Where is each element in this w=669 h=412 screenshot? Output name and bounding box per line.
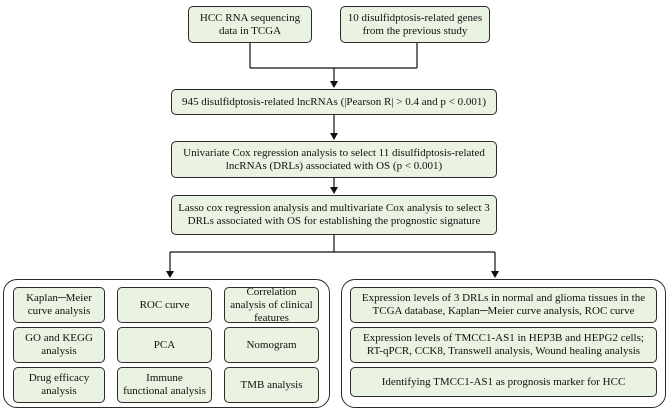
left-item-go-kegg: GO and KEGG analysis [13, 327, 105, 363]
step-univariate-box: Univariate Cox regression analysis to se… [171, 141, 497, 178]
left-item-nomogram-text: Nomogram [246, 338, 297, 351]
step-univariate-text: Univariate Cox regression analysis to se… [183, 146, 485, 172]
left-item-drug-efficacy: Drug efficacy analysis [13, 367, 105, 403]
right-item-prognosis-marker: Identifying TMCC1-AS1 as prognosis marke… [350, 367, 657, 397]
left-item-immune-text: Immune functional analysis [123, 372, 206, 397]
left-item-pca-text: PCA [153, 338, 176, 351]
left-item-immune: Immune functional analysis [117, 367, 212, 403]
step-lncrna-text: 945 disulfidptosis-related lncRNAs (|Pea… [182, 95, 486, 108]
left-item-roc: ROC curve [117, 287, 212, 323]
left-item-nomogram: Nomogram [224, 327, 319, 363]
left-item-correlation: Correlation analysis of clinical feature… [224, 285, 319, 324]
right-item-expression-cells: Expression levels of TMCC1-AS1 in HEP3B … [350, 327, 657, 363]
left-item-tmb: TMB analysis [224, 367, 319, 403]
step-lasso-text: Lasso cox regression analysis and multiv… [178, 202, 490, 227]
genes-box: 10 disulfidptosis-related genes from the… [340, 6, 490, 43]
step-lasso-box: Lasso cox regression analysis and multiv… [171, 195, 497, 235]
right-item-expression-tcga-text: Expression levels of 3 DRLs in normal an… [361, 292, 646, 317]
right-item-prognosis-marker-text: Identifying TMCC1-AS1 as prognosis marke… [381, 375, 626, 388]
left-item-correlation-text: Correlation analysis of clinical feature… [230, 285, 313, 324]
left-item-go-kegg-text: GO and KEGG analysis [25, 332, 93, 357]
left-item-tmb-text: TMB analysis [240, 378, 303, 391]
left-item-pca: PCA [117, 327, 212, 363]
left-item-drug-efficacy-text: Drug efficacy analysis [28, 372, 90, 397]
tcga-data-box: HCC RNA sequencing data in TCGA [188, 6, 312, 43]
right-item-expression-cells-text: Expression levels of TMCC1-AS1 in HEP3B … [363, 332, 644, 357]
left-item-kaplan-meier-text: Kaplan─Meier curve analysis [26, 292, 92, 317]
right-item-expression-tcga: Expression levels of 3 DRLs in normal an… [350, 287, 657, 323]
left-item-kaplan-meier: Kaplan─Meier curve analysis [13, 287, 105, 323]
left-item-roc-text: ROC curve [139, 298, 190, 311]
tcga-data-text: HCC RNA sequencing data in TCGA [199, 11, 301, 37]
step-lncrna-box: 945 disulfidptosis-related lncRNAs (|Pea… [171, 89, 497, 115]
genes-text: 10 disulfidptosis-related genes from the… [347, 11, 483, 37]
